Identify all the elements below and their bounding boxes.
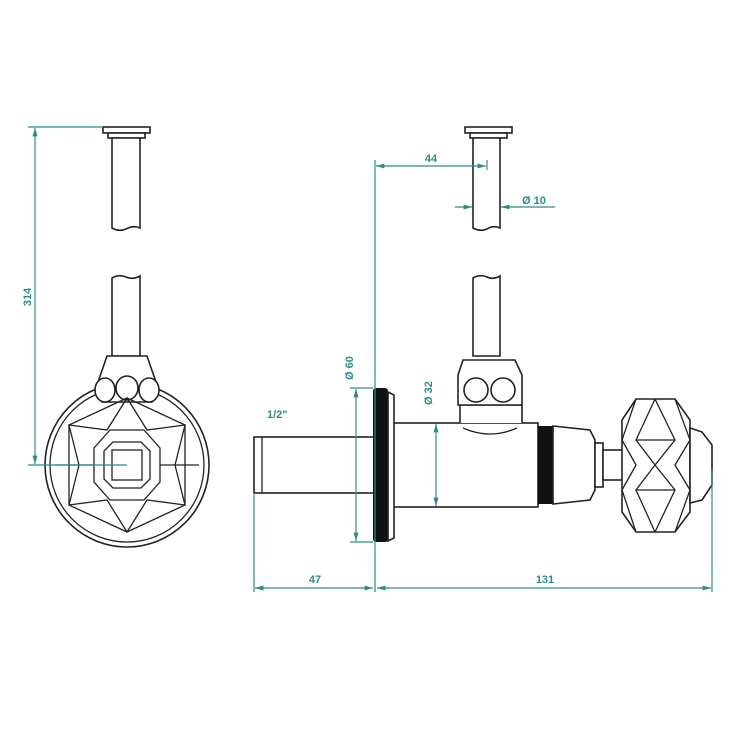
dim-label-thread: 1/2" — [267, 409, 288, 421]
dim-label-314: 314 — [22, 287, 34, 306]
dim-label-d32: Ø 32 — [423, 381, 435, 405]
side-view — [253, 126, 713, 543]
dim-label-47: 47 — [309, 574, 321, 586]
dim-label-d60: Ø 60 — [344, 356, 356, 380]
dim-label-44: 44 — [425, 153, 438, 165]
dimensions-side: 44 Ø 10 Ø 60 Ø 32 1/2" 47 131 — [253, 153, 713, 592]
dimension-height: 314 — [22, 126, 127, 466]
dim-label-131: 131 — [536, 574, 554, 586]
dim-label-d10: Ø 10 — [522, 195, 546, 207]
front-view — [44, 126, 210, 548]
